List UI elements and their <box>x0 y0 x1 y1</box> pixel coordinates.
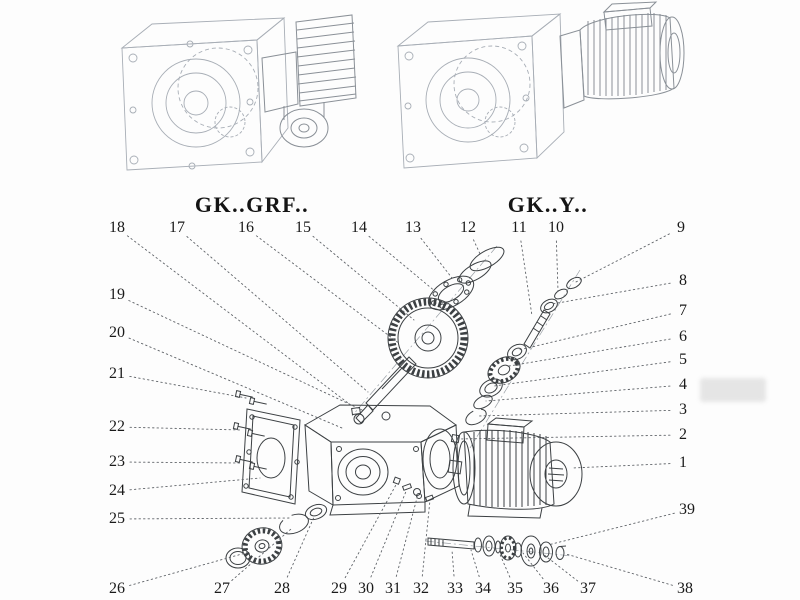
leader-line-3 <box>478 409 671 417</box>
leader-line-13 <box>420 237 453 279</box>
part-label-31: 31 <box>385 580 401 597</box>
output-shaft-parts <box>353 246 505 425</box>
leader-line-23 <box>129 461 241 464</box>
leader-line-6 <box>508 338 671 367</box>
part-label-34: 34 <box>475 580 491 597</box>
leader-line-7 <box>518 313 671 351</box>
leader-line-8 <box>551 282 671 305</box>
leader-line-19 <box>128 300 363 411</box>
part-label-16: 16 <box>238 219 254 236</box>
leader-line-38 <box>565 553 673 586</box>
part-label-26: 26 <box>109 580 125 597</box>
cover-plate <box>241 408 301 505</box>
leader-line-20 <box>128 337 343 429</box>
leader-line-14 <box>368 235 437 293</box>
bolt-set <box>232 390 267 470</box>
leader-line-9 <box>573 233 670 284</box>
leader-line-25 <box>129 517 291 520</box>
part-label-9: 9 <box>677 219 685 236</box>
part-label-38: 38 <box>677 580 693 597</box>
leader-line-37 <box>542 553 579 582</box>
leader-line-31 <box>395 493 419 577</box>
model-label-gk-y: GK..Y.. <box>507 192 589 217</box>
leader-line-36 <box>522 552 544 580</box>
part-label-18: 18 <box>109 219 125 236</box>
exploded-view-drawing <box>126 233 675 586</box>
part-label-23: 23 <box>109 453 125 470</box>
part-label-4: 4 <box>679 376 687 393</box>
leader-line-12 <box>473 239 482 257</box>
part-label-2: 2 <box>679 426 687 443</box>
leader-line-18 <box>126 235 353 407</box>
leader-line-39 <box>547 512 675 546</box>
part-label-28: 28 <box>274 580 290 597</box>
scan-artifact <box>700 378 766 402</box>
part-label-1: 1 <box>679 454 687 471</box>
part-label-19: 19 <box>109 286 125 303</box>
part-label-24: 24 <box>109 482 125 499</box>
part-label-25: 25 <box>109 510 125 527</box>
part-label-32: 32 <box>413 580 429 597</box>
gear-housing <box>304 404 460 516</box>
part-label-14: 14 <box>351 219 367 236</box>
part-label-5: 5 <box>679 351 687 368</box>
leader-line-15 <box>312 235 415 321</box>
leader-line-22 <box>129 426 243 431</box>
leader-line-10 <box>555 240 559 292</box>
part-label-21: 21 <box>109 365 125 382</box>
part-label-22: 22 <box>109 418 125 435</box>
part-label-13: 13 <box>405 219 421 236</box>
leader-line-17 <box>186 236 369 393</box>
gearbox-grf-drawing <box>120 14 357 171</box>
leader-line-32 <box>421 499 431 577</box>
leader-line-1 <box>571 463 671 469</box>
part-label-36: 36 <box>543 580 559 597</box>
lower-left-parts <box>225 503 328 569</box>
part-label-8: 8 <box>679 272 687 289</box>
leader-line-34 <box>470 549 480 578</box>
gearbox-y-drawing <box>396 1 685 169</box>
small-keys-plugs <box>392 476 435 502</box>
lower-shaft-assembly <box>427 535 567 567</box>
part-label-33: 33 <box>447 580 463 597</box>
leader-line-35 <box>498 551 511 578</box>
leader-line-30 <box>370 488 408 578</box>
part-label-27: 27 <box>214 580 230 597</box>
center-axis-lines <box>351 245 581 557</box>
part-label-29: 29 <box>331 580 347 597</box>
leader-line-26 <box>129 551 250 586</box>
model-label-gk-grf: GK..GRF.. <box>194 192 310 217</box>
leader-line-5 <box>493 361 671 387</box>
leader-line-29 <box>344 482 398 579</box>
leader-line-28 <box>286 516 315 578</box>
leader-line-11 <box>520 240 533 317</box>
part-label-37: 37 <box>580 580 596 597</box>
part-label-15: 15 <box>295 219 311 236</box>
part-label-30: 30 <box>358 580 374 597</box>
leader-line-21 <box>129 375 247 399</box>
leader-line-16 <box>255 235 401 345</box>
part-label-3: 3 <box>679 401 687 418</box>
part-label-20: 20 <box>109 324 125 341</box>
leader-line-4 <box>485 385 671 402</box>
leader-lines <box>126 233 675 586</box>
part-label-7: 7 <box>679 302 687 319</box>
part-label-10: 10 <box>548 219 564 236</box>
leader-line-33 <box>451 549 455 577</box>
leader-line-2 <box>456 434 671 440</box>
part-label-11: 11 <box>511 219 527 236</box>
part-label-35: 35 <box>507 580 523 597</box>
motor-drawing <box>447 417 583 519</box>
part-label-12: 12 <box>460 219 476 236</box>
part-label-6: 6 <box>679 328 687 345</box>
leader-line-27 <box>231 528 292 581</box>
part-label-39: 39 <box>679 501 695 518</box>
input-shaft-parts <box>465 276 582 426</box>
leader-line-24 <box>129 477 261 491</box>
part-label-17: 17 <box>169 219 185 236</box>
